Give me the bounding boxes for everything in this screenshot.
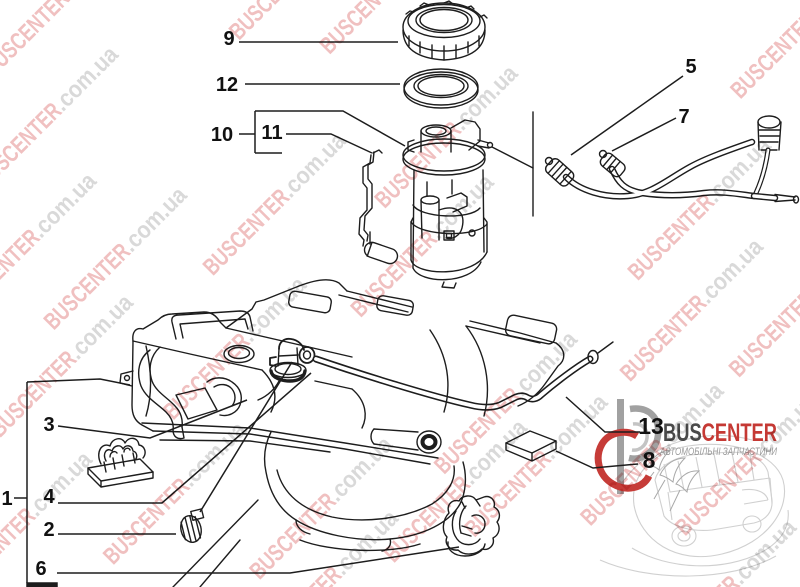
svg-text:10: 10	[211, 124, 233, 146]
svg-text:13: 13	[638, 413, 664, 439]
svg-text:1: 1	[1, 488, 12, 510]
svg-text:АВТОМОБІЛЬНІ ЗАПЧАСТИНИ: АВТОМОБІЛЬНІ ЗАПЧАСТИНИ	[659, 446, 777, 458]
svg-text:6: 6	[35, 558, 46, 580]
svg-text:11: 11	[261, 122, 282, 144]
svg-text:3: 3	[43, 414, 54, 436]
svg-text:BUSCENTER: BUSCENTER	[663, 419, 777, 447]
svg-text:4: 4	[43, 486, 55, 508]
svg-text:9: 9	[223, 28, 234, 50]
svg-text:7: 7	[678, 106, 689, 128]
svg-text:5: 5	[685, 56, 696, 78]
svg-text:12: 12	[216, 74, 238, 96]
svg-text:2: 2	[43, 519, 54, 541]
svg-text:8: 8	[643, 447, 656, 473]
